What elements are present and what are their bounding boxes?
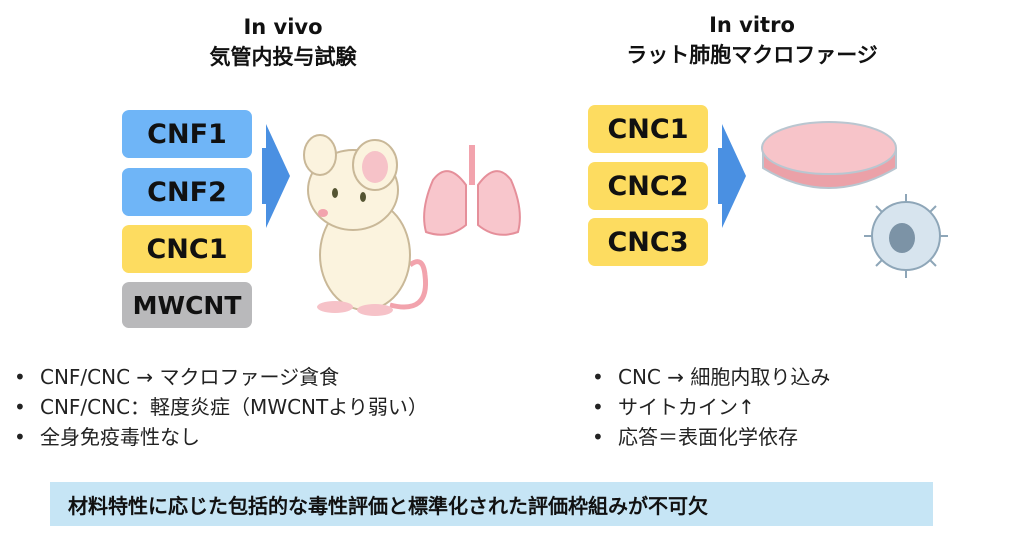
macrophage-cell-icon — [864, 194, 948, 278]
list-item: • CNF/CNC：軽度炎症（MWCNTより弱い） — [14, 392, 428, 422]
lungs-icon — [423, 145, 521, 236]
invitro-title: In vitro — [709, 13, 795, 37]
invitro-subtitle: ラット肺胞マクロファージ — [626, 43, 878, 67]
invivo-findings: • CNF/CNC → マクロファージ貪食 • CNF/CNC：軽度炎症（MWCNT… — [14, 362, 428, 452]
invitro-heading: In vitro ラット肺胞マクロファージ — [582, 10, 922, 70]
bullet: • — [14, 395, 26, 419]
sample-cnc1-invitro: CNC1 — [588, 105, 708, 153]
arrow-right-icon — [718, 124, 746, 228]
sample-mwcnt: MWCNT — [122, 282, 252, 328]
list-item: • サイトカイン↑ — [592, 392, 830, 422]
sample-cnf2: CNF2 — [122, 168, 252, 216]
invitro-findings: • CNC → 細胞内取り込み • サイトカイン↑ • 応答＝表面化学依存 — [592, 362, 830, 452]
conclusion-banner: 材料特性に応じた包括的な毒性評価と標準化された評価枠組みが不可欠 — [50, 482, 933, 526]
invivo-title: In vivo — [243, 15, 323, 39]
list-item: • CNF/CNC → マクロファージ貪食 — [14, 362, 428, 392]
finding-text: 応答＝表面化学依存 — [618, 425, 798, 449]
petri-dish-icon — [761, 121, 897, 189]
bullet: • — [592, 395, 604, 419]
finding-text: サイトカイン↑ — [618, 395, 755, 419]
sample-cnc3: CNC3 — [588, 218, 708, 266]
mouse-illustration — [303, 134, 429, 316]
bullet: • — [592, 425, 604, 449]
finding-text: CNC → 細胞内取り込み — [618, 365, 831, 389]
sample-cnc2: CNC2 — [588, 162, 708, 210]
finding-text: CNF/CNC → マクロファージ貪食 — [40, 365, 340, 389]
list-item: • 応答＝表面化学依存 — [592, 422, 830, 452]
list-item: • CNC → 細胞内取り込み — [592, 362, 830, 392]
bullet: • — [14, 425, 26, 449]
list-item: • 全身免疫毒性なし — [14, 422, 428, 452]
finding-text: 全身免疫毒性なし — [40, 425, 200, 449]
invivo-heading: In vivo 気管内投与試験 — [113, 12, 453, 72]
arrow-right-icon — [262, 124, 290, 228]
sample-cnf1: CNF1 — [122, 110, 252, 158]
finding-text: CNF/CNC：軽度炎症（MWCNTより弱い） — [40, 395, 428, 419]
bullet: • — [14, 365, 26, 389]
sample-cnc1: CNC1 — [122, 225, 252, 273]
bullet: • — [592, 365, 604, 389]
invivo-subtitle: 気管内投与試験 — [209, 45, 357, 69]
